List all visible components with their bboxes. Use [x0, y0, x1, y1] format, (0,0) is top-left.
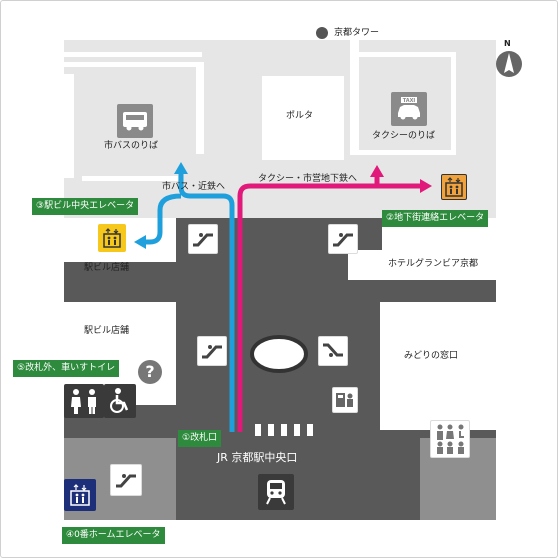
pink-arrow-right — [420, 179, 432, 193]
blue-route-label: 市バス・近鉄へ — [162, 182, 226, 192]
kyoto-tower-marker-icon — [316, 27, 328, 39]
blue-arrow-up — [174, 162, 188, 174]
midori-block — [380, 302, 496, 430]
taxi-sign-text: TAXI — [403, 98, 416, 104]
callout-elevator-underground: ②地下街連絡エレベータ — [382, 210, 489, 227]
blue-arrow-left — [134, 235, 146, 249]
callout-restroom: ⑤改札外、車いすトイレ — [13, 360, 120, 377]
wheelchair-icon — [104, 384, 136, 418]
train-icon — [258, 474, 294, 510]
central-oval — [250, 335, 308, 373]
elevator-icon — [441, 174, 467, 200]
elevator-icon — [64, 479, 96, 511]
porta-block — [262, 76, 344, 160]
restroom-icon — [64, 384, 104, 418]
blue-route — [143, 172, 235, 432]
elevator-icon — [98, 224, 126, 252]
plaza-road-markings — [64, 40, 456, 181]
kyoto-tower-label: 京都タワー — [334, 28, 380, 38]
escalator-icon — [188, 224, 218, 254]
station-shop-label-1: 駅ビル店舗 — [84, 263, 130, 273]
restroom-icon — [430, 420, 470, 458]
porta-label: ポルタ — [286, 111, 314, 121]
ticket-gates — [255, 424, 313, 436]
taxi-icon: TAXI — [391, 92, 427, 126]
station-entrance-label: JR 京都駅中央口 — [217, 451, 298, 464]
pink-route-label: タクシー・市営地下鉄へ — [258, 174, 358, 184]
bus-icon — [117, 104, 153, 138]
escalator-icon — [328, 224, 358, 254]
midori-label: みどりの窓口 — [404, 351, 459, 361]
question-icon: ? — [138, 360, 162, 384]
escalator-icon — [197, 336, 227, 366]
escalator-icon — [110, 464, 142, 496]
pink-arrow-up — [370, 165, 384, 177]
ticket-machine-icon — [332, 387, 358, 413]
callout-elevator-platform0: ④0番ホームエレベータ — [62, 527, 165, 544]
escalator-icon — [318, 336, 348, 366]
callout-elevator-central: ③駅ビル中央エレベータ — [32, 198, 139, 215]
hotel-block — [348, 250, 496, 280]
bus-stop-label: 市バスのりば — [104, 141, 159, 151]
hotel-label: ホテルグランビア京都 — [388, 259, 479, 269]
station-shop-label-2: 駅ビル店舗 — [84, 326, 130, 336]
callout-ticket-gate: ①改札口 — [178, 430, 222, 447]
north-arrow-icon: N — [495, 40, 523, 80]
north-label: N — [504, 39, 511, 48]
taxi-stand-label: タクシーのりば — [372, 131, 436, 141]
